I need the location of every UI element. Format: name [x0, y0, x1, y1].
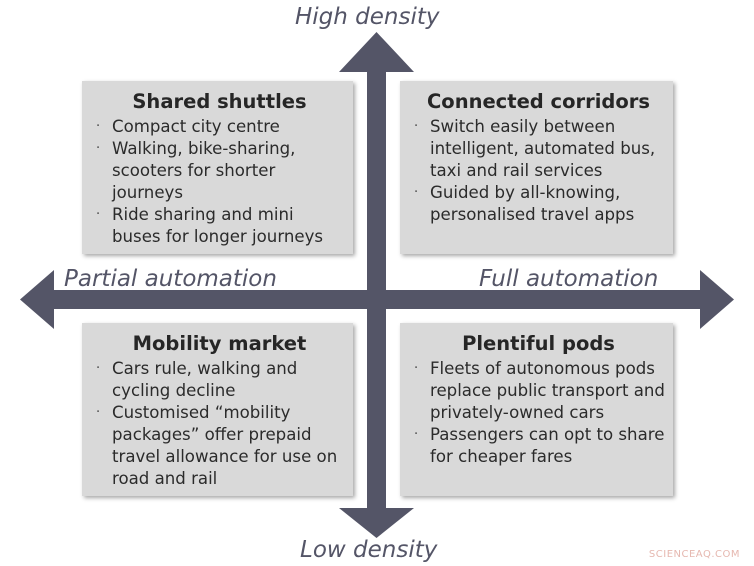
- quadrant-item-text: Ride sharing and mini buses for longer j…: [112, 205, 324, 247]
- up-arrow-head: [339, 32, 414, 72]
- quadrant-list-item: · Switch easily between intelligent, auto…: [412, 116, 665, 182]
- quadrant-list-item: · Passengers can opt to share for cheaper…: [412, 424, 665, 468]
- quadrant-item-text: Passengers can opt to share for cheaper …: [430, 425, 665, 467]
- quadrant-box-mobility-market: Mobility market · Cars rule, walking and …: [82, 323, 353, 496]
- bullet-mark: ·: [414, 427, 419, 443]
- quadrant-item-text: Guided by all-knowing, personalised trav…: [430, 183, 635, 225]
- bullet-mark: ·: [96, 361, 101, 377]
- quadrant-title: Connected corridors: [426, 90, 650, 113]
- quadrant-list-item: · Walking, bike-sharing, scooters for sho…: [94, 138, 345, 204]
- quadrant-item-text: Cars rule, walking and cycling decline: [112, 359, 298, 401]
- left-arrow-head: [20, 270, 54, 329]
- bullet-mark: ·: [414, 119, 419, 135]
- quadrant-title: Mobility market: [132, 332, 307, 355]
- bullet-mark: ·: [414, 361, 419, 377]
- quadrant-list-item: · Guided by all-knowing, personalised tra…: [412, 182, 665, 226]
- quadrant-box-shared-shuttles: Shared shuttles · Compact city centre · Wal…: [82, 81, 353, 254]
- quadrant-item-list: ·Cars rule, walking and cycling decline·…: [94, 358, 345, 490]
- quadrant-title: Plentiful pods: [462, 332, 615, 355]
- quadrant-list-item: · Compact city centre: [94, 116, 345, 138]
- quadrant-item-list: · Fleets of autonomous pods replace publi…: [412, 358, 665, 468]
- quadrant-item-list: · Compact city centre · Walking, bike-shari…: [94, 116, 345, 248]
- quadrant-list-item: · Customised “mobility packages” offer pr…: [94, 402, 345, 490]
- quadrant-item-text: Walking, bike-sharing, scooters for shor…: [112, 139, 296, 203]
- bullet-mark: ·: [96, 207, 101, 223]
- axis-label-low-density: Low density: [300, 537, 438, 563]
- axis-label-full-automation: Full automation: [479, 266, 659, 292]
- horizontal-axis-shaft: [50, 290, 705, 309]
- quadrant-box-connected-corridors: Connected corridors · Switch easily betwe…: [400, 81, 673, 254]
- bullet-mark: ·: [96, 405, 101, 421]
- bullet-mark: ·: [414, 185, 419, 201]
- down-arrow-head: [339, 508, 414, 538]
- quadrant-title: Shared shuttles: [132, 90, 307, 113]
- axis-label-partial-automation: Partial automation: [64, 266, 277, 292]
- quadrant-list-item: · Ride sharing and mini buses for longer …: [94, 204, 345, 248]
- quadrant-list-item: · Fleets of autonomous pods replace publi…: [412, 358, 665, 424]
- watermark: SCIENCEAQ.COM: [648, 549, 740, 560]
- quadrant-item-text: Switch easily between intelligent, autom…: [430, 117, 656, 181]
- right-arrow-head: [700, 270, 734, 329]
- quadrant-item-text: Customised “mobility packages” offer pre…: [112, 403, 338, 489]
- quadrant-item-list: · Switch easily between intelligent, auto…: [412, 116, 665, 226]
- axis-label-high-density: High density: [295, 4, 440, 30]
- bullet-mark: ·: [96, 119, 101, 135]
- quadrant-item-text: Fleets of autonomous pods replace public…: [430, 359, 665, 423]
- quadrant-list-item: · Cars rule, walking and cycling decline: [94, 358, 345, 402]
- quadrant-box-plentiful-pods: Plentiful pods · Fleets of autonomous pod…: [400, 323, 673, 496]
- bullet-mark: ·: [96, 141, 101, 157]
- quadrant-item-text: Compact city centre: [112, 117, 280, 137]
